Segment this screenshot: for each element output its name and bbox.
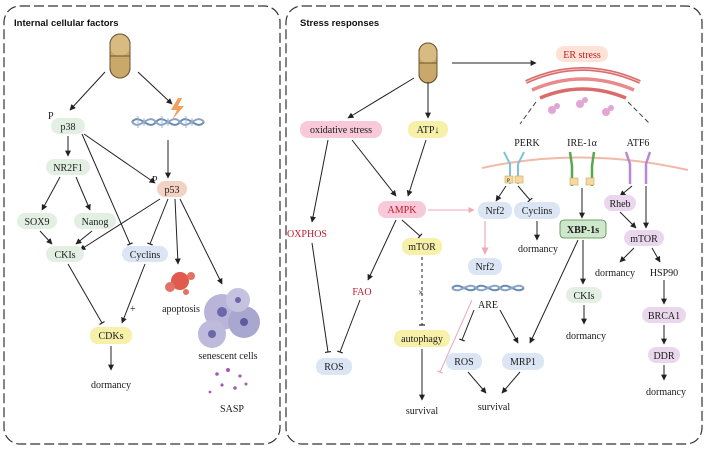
p38-node xyxy=(51,118,85,134)
nrf2-node-mid xyxy=(468,258,502,275)
brca1-node xyxy=(642,307,686,323)
p53-node xyxy=(157,181,187,197)
nrf2-label-top: Nrf2 xyxy=(486,206,505,217)
oxphos-label: OXPHOS xyxy=(287,229,327,240)
perk-receptor-icon: P xyxy=(503,151,525,184)
cyclins-node-right xyxy=(514,202,560,219)
ckis-label-left: CKIs xyxy=(54,250,75,261)
left-panel-title: Internal cellular factors xyxy=(14,18,119,29)
cdks-label: CDKs xyxy=(98,331,123,342)
p38-label: p38 xyxy=(61,122,76,133)
cyclins-node-left xyxy=(122,246,168,262)
ire1a-receptor-icon xyxy=(568,151,596,186)
dormancy-label-left: dormancy xyxy=(91,380,131,391)
p53-label: p53 xyxy=(165,185,180,196)
ampk-node xyxy=(378,201,426,218)
er-membrane xyxy=(481,156,689,171)
ddr-label: DDR xyxy=(653,351,674,362)
misfolded-protein-icons xyxy=(548,97,614,116)
dna-helix-icon-left xyxy=(131,116,205,128)
xbp1s-node xyxy=(559,219,607,239)
ddr-node xyxy=(648,347,680,363)
ampk-label: AMPK xyxy=(388,205,418,216)
atp-label: ATP↓ xyxy=(417,125,440,136)
left-panel-frame xyxy=(3,5,281,445)
autophagy-node xyxy=(394,330,450,347)
mtor-label-left: mTOR xyxy=(408,242,436,253)
ire-label: IRE-1α xyxy=(567,138,597,149)
hsp90-label: HSP90 xyxy=(650,268,678,279)
right-panel-title: Stress responses xyxy=(300,18,379,29)
autophagy-label: autophagy xyxy=(401,334,443,345)
er-stress-label: ER stress xyxy=(563,50,601,61)
atp-node xyxy=(408,121,448,138)
dormancy-label-4: dormancy xyxy=(646,387,686,398)
drug-capsule-icon-right xyxy=(418,42,438,84)
atf6-receptor-icon xyxy=(624,151,652,184)
p38-phospho-mark: P xyxy=(48,111,54,122)
inhibition-x-mark: × xyxy=(418,288,424,299)
ckis-node-right xyxy=(566,287,602,303)
dormancy-label-2: dormancy xyxy=(595,268,635,279)
dormancy-label-1: dormancy xyxy=(518,244,558,255)
ros-node-left xyxy=(316,358,352,375)
oxidative-stress-label: oxidative stress xyxy=(310,125,372,136)
survival-label-1: survival xyxy=(406,406,438,417)
mrp1-label: MRP1 xyxy=(510,357,536,368)
ros-label-mid: ROS xyxy=(454,357,473,368)
rheb-label: Rheb xyxy=(609,199,630,210)
dormancy-label-3: dormancy xyxy=(566,331,606,342)
ckis-label-right: CKIs xyxy=(573,291,594,302)
mtor-label-right: mTOR xyxy=(630,234,658,245)
nanog-label: Nanog xyxy=(82,217,109,228)
nr2f1-node xyxy=(46,159,90,175)
senescent-cells-icon xyxy=(198,288,260,348)
apoptosis-cell-icon xyxy=(165,272,195,295)
apoptosis-label: apoptosis xyxy=(162,304,200,315)
p53-phospho-mark: P xyxy=(152,175,158,186)
nr2f1-label: NR2F1 xyxy=(53,163,82,174)
are-label: ARE xyxy=(478,300,498,311)
endoplasmic-reticulum-icon xyxy=(525,67,641,100)
sox9-node xyxy=(17,213,57,229)
mtor-node-right xyxy=(624,230,664,246)
cyclins-label-right: Cyclins xyxy=(522,206,553,217)
dna-helix-icon-right xyxy=(451,284,525,292)
mtor-node-left xyxy=(402,238,442,255)
nrf2-node-top xyxy=(478,202,512,219)
ckis-node-left xyxy=(46,246,84,262)
drug-capsule-icon-left xyxy=(109,33,131,79)
sox9-label: SOX9 xyxy=(24,217,49,228)
fao-label: FAO xyxy=(352,287,371,298)
atf6-label: ATF6 xyxy=(627,138,650,149)
sasp-label: SASP xyxy=(220,404,244,415)
plus-sign: + xyxy=(130,304,136,315)
right-panel-frame xyxy=(285,5,703,445)
nrf2-label-mid: Nrf2 xyxy=(476,262,495,273)
survival-label-2: survival xyxy=(478,402,510,413)
sasp-particles-icon xyxy=(208,368,248,394)
cdks-node xyxy=(90,327,132,344)
cyclins-label-left: Cyclins xyxy=(130,250,161,261)
xbp1s-label: XBP-1s xyxy=(567,225,599,236)
oxidative-stress-node xyxy=(300,121,382,138)
rheb-node xyxy=(604,195,636,211)
perk-label: PERK xyxy=(514,138,540,149)
er-stress-node xyxy=(556,46,608,62)
perk-phospho-mark: P xyxy=(507,179,510,184)
ros-node-mid xyxy=(446,353,482,370)
senescent-cells-label: senescent cells xyxy=(198,351,257,362)
lightning-icon xyxy=(171,98,184,120)
ros-label-left: ROS xyxy=(324,362,343,373)
nanog-node xyxy=(74,213,116,229)
mrp1-node xyxy=(502,353,544,370)
brca1-label: BRCA1 xyxy=(648,311,680,322)
